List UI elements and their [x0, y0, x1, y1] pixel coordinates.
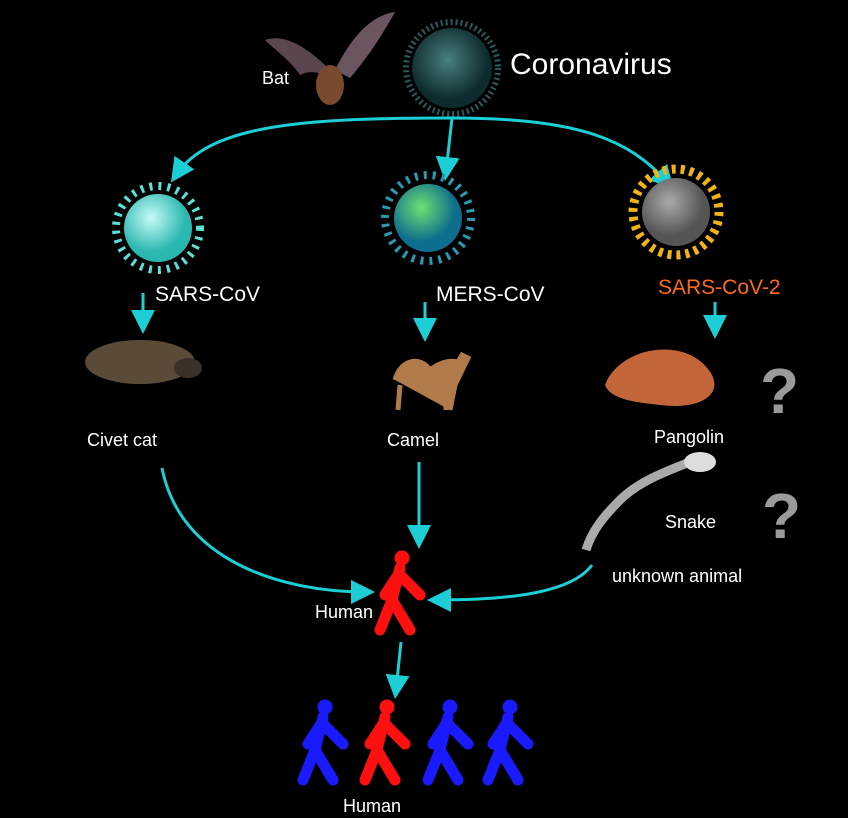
camel-label: Camel — [387, 430, 439, 450]
human-red-figure — [374, 550, 426, 636]
snake-label: Snake — [665, 512, 716, 532]
sars-cov-label: SARS-CoV — [155, 283, 260, 306]
human-figure-red — [359, 699, 411, 786]
pangolin-label: Pangolin — [654, 427, 724, 447]
coronavirus-image — [403, 19, 501, 117]
snake-image — [581, 452, 716, 552]
arrow-civet-to-human — [160, 467, 375, 604]
title: Coronavirus — [510, 48, 672, 81]
mers-cov-virus-image — [381, 171, 475, 265]
sars-cov-2-label: SARS-CoV-2 — [658, 276, 781, 299]
pangolin-question-mark: ? — [760, 355, 799, 427]
human-label: Human — [315, 602, 373, 622]
human-figure-blue — [422, 699, 474, 786]
arrow-to-sars2 — [451, 116, 674, 190]
bat-image — [265, 12, 395, 105]
civet-cat-label: Civet cat — [87, 430, 157, 450]
bat-label: Bat — [262, 68, 289, 88]
sars-cov-virus-image — [112, 182, 204, 274]
arrow-to-sars — [170, 116, 453, 183]
arrow-to-mers — [435, 117, 460, 181]
pangolin-image — [605, 349, 715, 406]
camel-image — [392, 351, 472, 411]
unknown-animal-label: unknown animal — [612, 566, 742, 586]
civet-cat-image — [85, 340, 202, 384]
human-group-label: Human — [343, 796, 401, 816]
human-figure-blue — [482, 699, 534, 786]
snake-question-mark: ? — [762, 480, 801, 552]
arrow-human-to-humans — [385, 641, 410, 699]
sars-cov-2-virus-image — [628, 164, 724, 260]
human-group — [297, 699, 534, 786]
arrow-unknown-to-human — [427, 564, 594, 612]
human-figure-blue — [297, 699, 349, 786]
mers-cov-label: MERS-CoV — [436, 283, 545, 306]
